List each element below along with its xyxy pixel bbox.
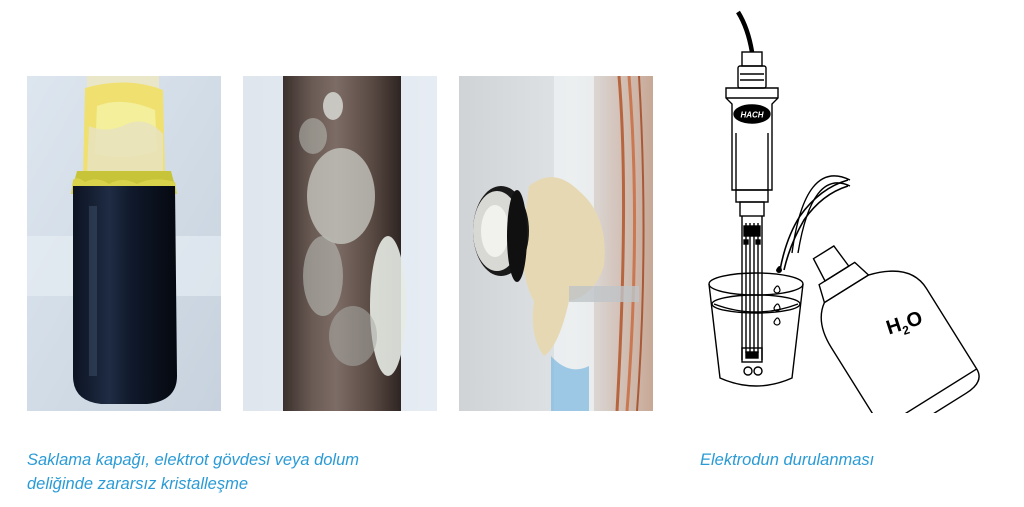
electrode-rinsing-illustration: HACH xyxy=(700,8,1005,436)
caption-line-2: deliğinde zararsız kristalleşme xyxy=(27,475,249,493)
wash-bottle xyxy=(812,245,980,436)
hach-logo-icon xyxy=(733,104,771,124)
cable-icon xyxy=(736,10,755,53)
photo-fill-hole-crystals xyxy=(459,76,653,411)
caption-crystallisation: Saklama kapağı, elektrot gövdesi veya do… xyxy=(27,448,467,496)
beaker-rim xyxy=(708,272,804,296)
caption-rinsing-text: Elektrodun durulanması xyxy=(700,451,875,469)
bottle-label: H2O xyxy=(884,307,927,342)
brand-label: HACH xyxy=(740,111,763,120)
caption-rinsing: Elektrodun durulanması xyxy=(700,448,1000,472)
photo-storage-cap-crystals xyxy=(27,76,221,411)
caption-line-1: Saklama kapağı, elektrot gövdesi veya do… xyxy=(27,451,360,469)
photo-electrode-body-crystals xyxy=(243,76,437,411)
